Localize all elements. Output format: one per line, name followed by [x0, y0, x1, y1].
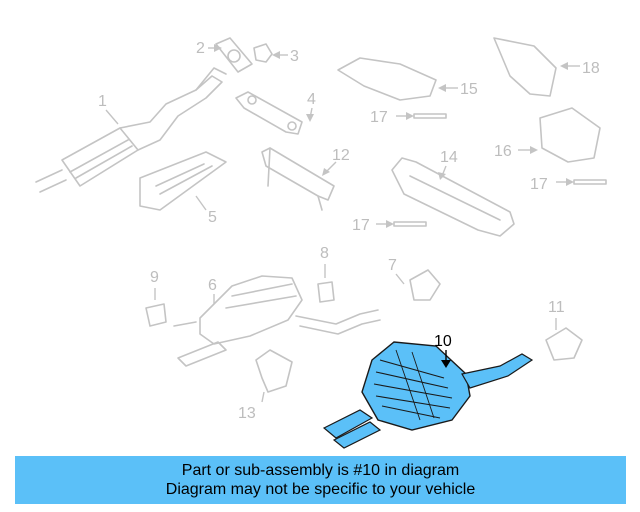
- part-11-clamp[interactable]: [545, 327, 583, 361]
- part-2-gasket[interactable]: [215, 37, 253, 73]
- part-10-rear-muffler[interactable]: [322, 341, 534, 449]
- label-7[interactable]: 7: [388, 257, 397, 274]
- label-17-b[interactable]: 17: [530, 176, 548, 193]
- part-17-clip-b[interactable]: [573, 179, 607, 185]
- label-13[interactable]: 13: [238, 405, 256, 422]
- exploded-parts-diagram: 1 2 3 4 5 12 15 17: [35, 37, 607, 449]
- label-17-a[interactable]: 17: [370, 109, 388, 126]
- label-4[interactable]: 4: [307, 91, 316, 108]
- label-5[interactable]: 5: [208, 209, 217, 226]
- part-7-clamp[interactable]: [409, 269, 441, 301]
- label-16[interactable]: 16: [494, 143, 512, 160]
- part-12-rail[interactable]: [261, 147, 335, 211]
- part-15-heat-shield[interactable]: [337, 57, 437, 101]
- banner-line-1: Part or sub-assembly is #10 in diagram: [181, 462, 460, 479]
- part-5-heat-shield[interactable]: [139, 151, 227, 211]
- part-6-center-muffler[interactable]: [173, 275, 381, 367]
- part-info-banner: Part or sub-assembly is #10 in diagram D…: [15, 456, 626, 504]
- part-17-clip-a[interactable]: [413, 113, 447, 119]
- label-1[interactable]: 1: [98, 93, 107, 110]
- label-10[interactable]: 10: [434, 333, 452, 350]
- label-3[interactable]: 3: [290, 48, 299, 65]
- label-12[interactable]: 12: [332, 147, 350, 164]
- part-9-hanger[interactable]: [145, 303, 167, 327]
- part-8-hanger[interactable]: [317, 281, 335, 303]
- label-17-c[interactable]: 17: [352, 217, 370, 234]
- label-6[interactable]: 6: [208, 277, 217, 294]
- part-16-heat-shield[interactable]: [539, 107, 601, 163]
- label-11[interactable]: 11: [548, 299, 565, 316]
- part-13-bracket[interactable]: [255, 349, 293, 393]
- label-18[interactable]: 18: [582, 60, 600, 77]
- part-14-long-heat-shield[interactable]: [391, 157, 515, 237]
- label-9[interactable]: 9: [150, 269, 159, 286]
- part-17-clip-c[interactable]: [393, 221, 427, 227]
- label-15[interactable]: 15: [460, 81, 478, 98]
- banner-line-2: Diagram may not be specific to your vehi…: [165, 481, 476, 498]
- part-1-front-pipe-catalyst[interactable]: [35, 67, 227, 193]
- part-3-nut[interactable]: [253, 43, 273, 63]
- label-14[interactable]: 14: [440, 149, 458, 166]
- label-8[interactable]: 8: [320, 245, 329, 262]
- label-2[interactable]: 2: [196, 40, 205, 57]
- part-4-bracket[interactable]: [235, 91, 303, 135]
- part-18-heat-shield[interactable]: [493, 37, 557, 97]
